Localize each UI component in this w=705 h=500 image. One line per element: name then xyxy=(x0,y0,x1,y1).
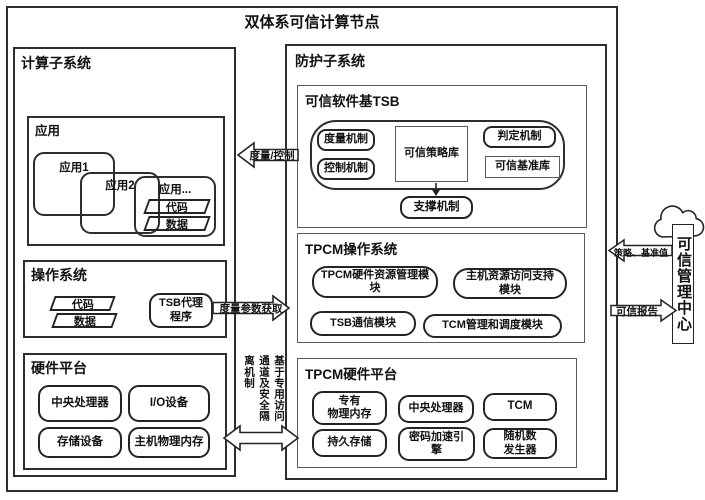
diagram-title: 双体系可信计算节点 xyxy=(244,14,380,31)
tsb-mechanisms-container xyxy=(310,120,565,190)
io-device-box: I/O设备 xyxy=(128,385,210,422)
measure-control-label: 度量/控制 xyxy=(249,150,295,162)
os-code-label: 代码 xyxy=(71,298,94,311)
hardware-link-double-arrow xyxy=(222,424,300,452)
computing-subsystem-box xyxy=(13,47,236,477)
persistent-storage-box: 持久存储 xyxy=(312,429,387,457)
protection-subsystem-label: 防护子系统 xyxy=(295,53,365,69)
policy-library-box: 可信策略库 xyxy=(395,126,468,182)
os-box xyxy=(23,260,227,338)
applications-box xyxy=(27,116,225,246)
hardware-platform-box xyxy=(23,353,227,470)
app-data-label: 数据 xyxy=(166,218,188,231)
app-data-parallelogram: 数据 xyxy=(143,216,211,231)
os-data-label: 数据 xyxy=(73,315,96,328)
tpcm-hw-label: TPCM硬件平台 xyxy=(305,367,398,382)
tpcm-os-box xyxy=(297,233,585,343)
param-fetch-label: 度量参数获取 xyxy=(219,303,283,315)
policy-baseline-label: 策略、基准值 xyxy=(613,247,668,258)
management-center-box: 可信管理中心 xyxy=(672,224,694,344)
param-fetch-arrow xyxy=(212,294,291,322)
os-code-parallelogram: 代码 xyxy=(49,296,116,311)
tpcm-os-label: TPCM操作系统 xyxy=(305,242,398,257)
app1-box xyxy=(33,152,115,216)
trust-report-arrow xyxy=(610,298,678,323)
cpu-box: 中央处理器 xyxy=(38,385,122,422)
app2-label: 应用2 xyxy=(105,180,135,192)
tsb-agent-box: TSB代理 程序 xyxy=(149,293,213,328)
os-data-parallelogram: 数据 xyxy=(51,313,118,328)
app-more-box xyxy=(134,176,216,237)
channel-note: 基于专用访问通道及安全隔离机制 xyxy=(243,355,285,422)
trust-report-label: 可信报告 xyxy=(616,306,658,318)
app-code-parallelogram: 代码 xyxy=(143,199,211,214)
judge-mechanism-box: 判定机制 xyxy=(483,126,556,148)
tcm-mgmt-module-box: TCM管理和调度模块 xyxy=(423,314,562,338)
tcm-box: TCM xyxy=(483,393,557,421)
support-down-arrow xyxy=(431,183,441,196)
os-label: 操作系统 xyxy=(31,267,87,283)
crypto-engine-line1: 密码加速引 xyxy=(409,430,464,443)
app1-label: 应用1 xyxy=(59,162,89,174)
tpcm-hw-box xyxy=(297,358,577,468)
dedicated-memory-line2: 物理内存 xyxy=(327,408,372,420)
measure-control-arrow xyxy=(236,141,299,169)
measure-mechanism-box: 度量机制 xyxy=(317,129,375,151)
dedicated-memory-line1: 专有 xyxy=(338,394,361,407)
tpcm-cpu-box: 中央处理器 xyxy=(398,395,474,423)
hardware-platform-label: 硬件平台 xyxy=(31,360,87,376)
control-mechanism-box: 控制机制 xyxy=(317,158,375,180)
policy-baseline-arrow xyxy=(607,238,673,263)
management-center-label: 可信管理中心 xyxy=(675,236,692,332)
rng-line2: 发生器 xyxy=(503,443,537,456)
app2-box xyxy=(80,172,160,234)
dedicated-memory-box: 专有 物理内存 xyxy=(312,391,387,425)
tsb-comm-module-box: TSB通信模块 xyxy=(310,311,416,336)
host-resource-access-module-box: 主机资源访问支持模块 xyxy=(453,268,567,299)
tsb-label: 可信软件基TSB xyxy=(305,94,400,109)
applications-label: 应用 xyxy=(35,124,61,138)
crypto-engine-line2: 擎 xyxy=(431,444,442,456)
rng-line1: 随机数 xyxy=(503,430,537,443)
baseline-library-box: 可信基准库 xyxy=(485,156,560,178)
tsb-agent-line1: TSB代理 xyxy=(159,297,203,310)
tsb-agent-line2: 程序 xyxy=(170,310,192,323)
storage-device-box: 存储设备 xyxy=(38,427,122,458)
crypto-engine-box: 密码加速引 擎 xyxy=(398,427,475,461)
rng-box: 随机数 发生器 xyxy=(483,428,557,459)
support-mechanism-box: 支撑机制 xyxy=(400,196,473,219)
app-more-label: 应用... xyxy=(158,184,192,196)
host-memory-box: 主机物理内存 xyxy=(128,427,210,458)
computing-subsystem-label: 计算子系统 xyxy=(21,55,91,71)
app-code-label: 代码 xyxy=(166,201,188,214)
protection-subsystem-box xyxy=(285,44,607,480)
tpcm-hw-resource-module-box: TPCM硬件资源管理模块 xyxy=(312,266,438,298)
